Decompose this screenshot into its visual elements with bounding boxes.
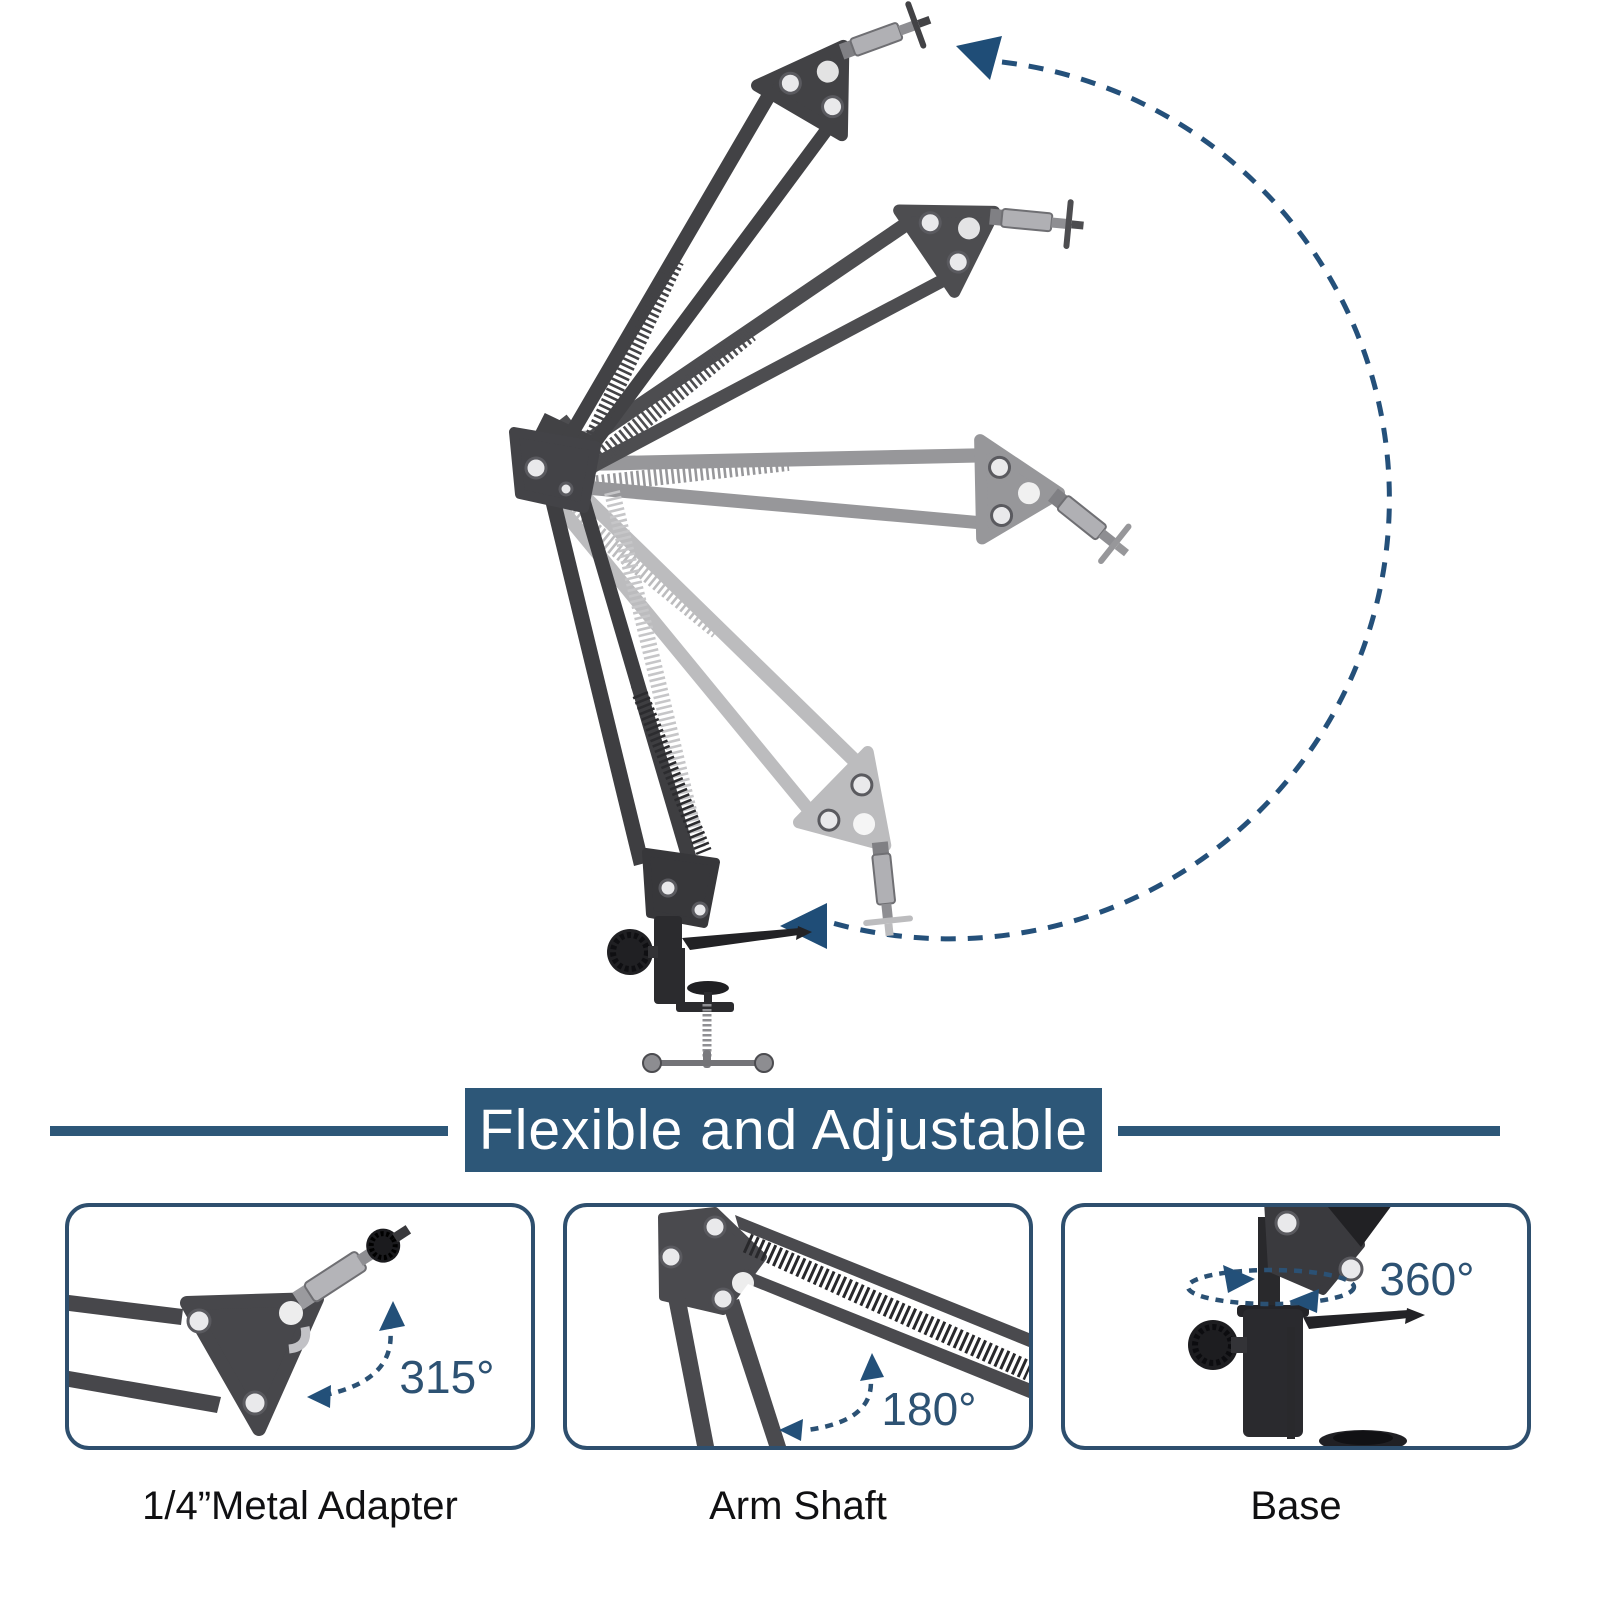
quarter-inch-adapter: [292, 1225, 412, 1310]
angle-label-180: 180°: [881, 1383, 976, 1435]
caption-arm-shaft: Arm Shaft: [709, 1484, 887, 1528]
rotate-arrow-left-icon: [1289, 1289, 1319, 1313]
swing-arrow-up-icon: [860, 1353, 884, 1381]
swing-arrow-left-icon: [307, 1385, 331, 1408]
section-banner: Flexible and Adjustable: [465, 1088, 1102, 1172]
rotate-arrow-right-icon: [1223, 1265, 1255, 1293]
rotation-arc: [780, 36, 1392, 949]
caption-metal-adapter: 1/4”Metal Adapter: [142, 1484, 458, 1528]
arm-shaft-illustration: 180°: [658, 1207, 1029, 1446]
swing-arrow-up-icon: [379, 1301, 405, 1331]
swing-arrow-left-icon: [779, 1419, 803, 1441]
rotation-arrow-bottom-icon: [780, 903, 827, 949]
angle-label-315: 315°: [399, 1351, 494, 1403]
rotation-arrow-top-icon: [956, 36, 1002, 80]
divider-line-left: [50, 1126, 448, 1136]
caption-base: Base: [1250, 1484, 1342, 1528]
panel-base: 360°: [1061, 1203, 1531, 1450]
angle-label-360: 360°: [1379, 1253, 1474, 1305]
divider-line-right: [1118, 1126, 1500, 1136]
lower-arm: [509, 427, 712, 866]
banner-title: Flexible and Adjustable: [478, 1098, 1089, 1162]
metal-adapter-illustration: 315°: [69, 1225, 495, 1436]
panel-metal-adapter: 315°: [65, 1203, 535, 1450]
boom-arm-illustration: [0, 0, 1392, 1073]
desk-clamp: [607, 848, 812, 1073]
panel-arm-shaft: 180°: [563, 1203, 1033, 1450]
base-illustration: 360°: [1185, 1207, 1475, 1446]
